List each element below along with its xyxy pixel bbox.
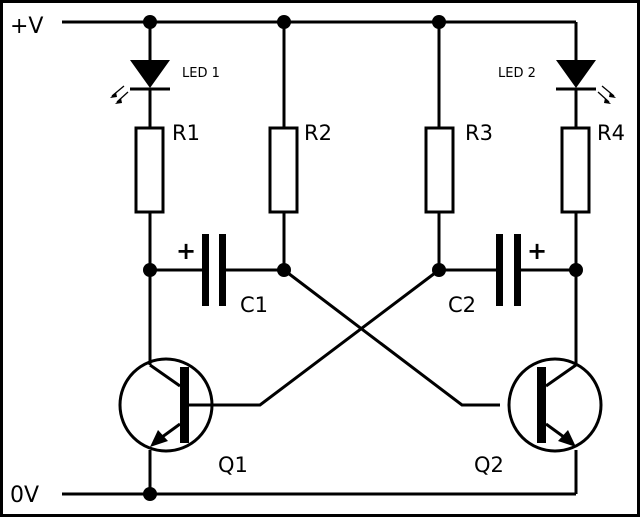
capacitor-c2-polarity: + xyxy=(527,237,547,265)
resistor-r4-symbol xyxy=(560,126,591,214)
led-1-label: LED 1 xyxy=(182,66,220,81)
capacitor-c1-polarity: + xyxy=(176,237,196,265)
resistor-r2-label: R2 xyxy=(304,121,332,145)
resistor-r1-symbol xyxy=(134,126,165,214)
transistor-q1-symbol xyxy=(118,357,214,453)
resistor-r3-symbol xyxy=(424,126,455,214)
ground-rail-label: 0V xyxy=(10,483,39,508)
cross-coupling-wires xyxy=(188,268,500,407)
junction-dots xyxy=(143,15,583,501)
capacitor-c1-symbol xyxy=(150,234,284,306)
resistor-r4-label: R4 xyxy=(597,121,625,145)
transistor-q2-label: Q2 xyxy=(474,453,504,477)
positive-rail-label: +V xyxy=(10,14,43,39)
transistor-q2-symbol xyxy=(507,357,603,453)
capacitor-c2-symbol xyxy=(439,234,576,306)
led-2-label: LED 2 xyxy=(498,66,536,81)
resistor-r1-label: R1 xyxy=(172,121,200,145)
resistor-r2-symbol xyxy=(268,126,299,214)
capacitor-c1-label: C1 xyxy=(240,293,268,317)
led-1-symbol xyxy=(110,60,170,104)
capacitor-c2-label: C2 xyxy=(448,293,476,317)
resistor-r3-label: R3 xyxy=(465,121,493,145)
led-2-symbol xyxy=(556,60,616,104)
transistor-q1-label: Q1 xyxy=(218,453,248,477)
